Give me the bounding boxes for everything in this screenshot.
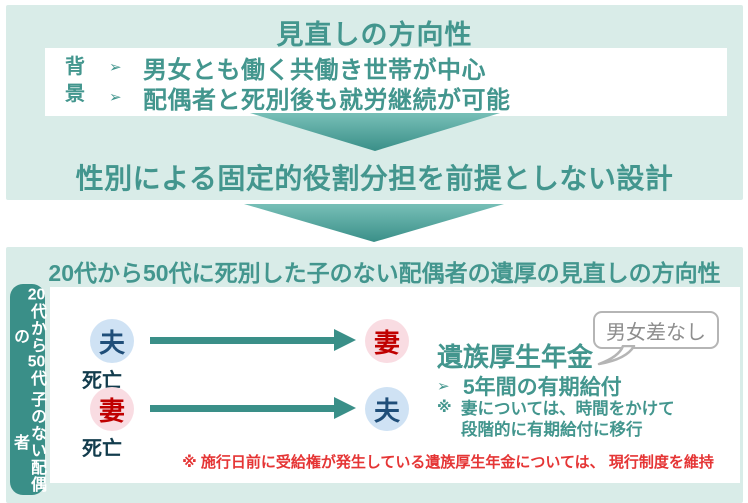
bullet-item: ➢ 配偶者と死別後も就労継続が可能 [109,82,511,114]
death-label: 死亡 [82,370,122,392]
person-circle-husband: 夫 [365,387,409,431]
speech-bubble-text: 男女差なし [606,321,706,344]
pension-point: ➢ 5年間の有期給付 [437,371,622,401]
side-label-column: 子のない配偶者 [11,391,45,494]
pension-note: ※ 妻については、時間をかけて [437,395,675,419]
background-label: 背景 [65,56,85,105]
content-panel: 夫 死亡 妻 妻 死亡 夫 男女差なし 遺族厚生年金 [50,287,740,483]
bottom-section: 20代から50代に死別した子のない配偶者の遺厚の見直しの方向性 20代から50代… [6,247,743,503]
pension-note-text: 段階的に有期給付に移行 [461,421,643,439]
bullet-text: 男女とも働く共働き世帯が中心 [143,56,486,84]
pension-title: 遺族厚生年金 [437,342,594,372]
down-arrow-icon [244,204,504,242]
pension-point-text: 5年間の有期給付 [463,376,622,399]
person-circle-wife: 妻 [90,387,134,431]
side-label-bar: 20代から50代の 子のない配偶者 [10,284,45,495]
footnote: ※ 施行日前に受給権が発生している遺族厚生年金については、 現行制度を維持 [182,454,714,471]
pension-note-text: 妻については、時間をかけて [461,400,675,418]
background-box: 背景 ➢ 男女とも働く共働き世帯が中心 ➢ 配偶者と死別後も就労継続が可能 [45,48,727,116]
arrow-bullet-icon: ➢ [109,59,122,76]
down-arrow-icon [250,113,500,151]
background-bullets: ➢ 男女とも働く共働き世帯が中心 ➢ 配偶者と死別後も就労継続が可能 [109,52,511,114]
top-section: 見直しの方向性 背景 ➢ 男女とも働く共働き世帯が中心 ➢ 配偶者と死別後も就労… [6,5,743,200]
conclusion-text: 性別による固定的役割分担を前提としない設計 [75,163,674,194]
person-circle-wife: 妻 [365,319,409,363]
death-label: 死亡 [82,438,122,460]
speech-bubble: 男女差なし [593,311,719,349]
reference-mark-icon: ※ [437,399,452,416]
side-label-column: 20代から50代の [11,286,46,387]
person-circle-husband: 夫 [90,319,134,363]
bubble-tail-icon [597,345,636,366]
bottom-header: 20代から50代に死別した子のない配偶者の遺厚の見直しの方向性 [48,260,721,286]
page-title: 見直しの方向性 [276,20,473,50]
arrow-bullet-icon: ➢ [437,378,450,395]
bullet-item: ➢ 男女とも働く共働き世帯が中心 [109,52,511,84]
bullet-text: 配偶者と死別後も就労継続が可能 [143,86,511,114]
arrow-bullet-icon: ➢ [109,89,122,106]
